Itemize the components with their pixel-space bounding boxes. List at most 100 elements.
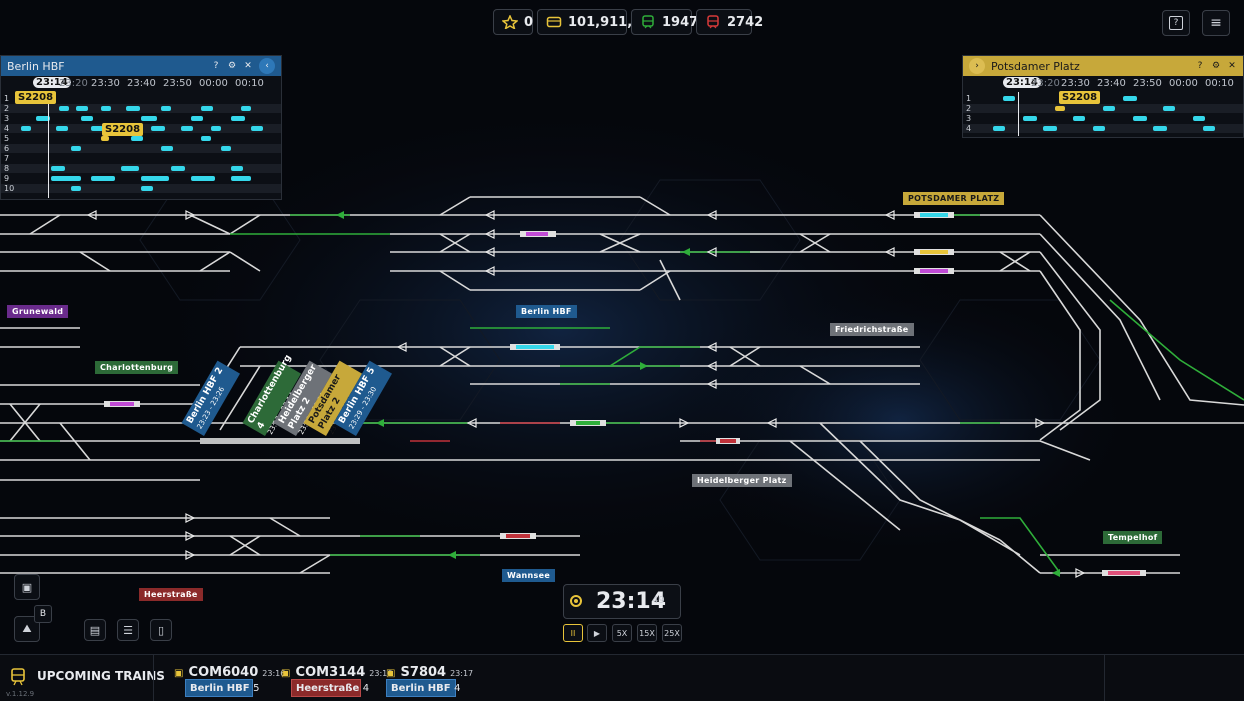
chip-button[interactable]: ▣ [14, 574, 40, 600]
station-label-berlin-hbf[interactable]: Berlin HBF [516, 305, 577, 318]
game-clock: 23:14 49 [563, 584, 681, 619]
platform-row: 7 [4, 154, 10, 163]
platform-row: 8 [1, 164, 281, 173]
platform-row: 10 [1, 184, 281, 193]
sliders-button[interactable]: ☰ [117, 619, 139, 641]
platform-row: 9 [1, 174, 281, 183]
star-icon [501, 14, 519, 31]
time-tick: 23:40 [1097, 78, 1126, 89]
time-tick: 23:30 [91, 78, 120, 89]
time-tick: 00:10 [235, 78, 264, 89]
train-icon: ▣ [386, 668, 396, 679]
collapse-button[interactable]: ‹ [259, 58, 275, 74]
gear-icon[interactable]: ⚙ [227, 61, 237, 71]
platform-row: 1 [963, 94, 1243, 103]
upcoming-trains-bar: Upcoming Trains v.1.12.9 ▣ COM604023:16 … [0, 654, 1244, 701]
list-icon: ≡ [1210, 15, 1222, 31]
station-label-charlottenburg[interactable]: Charlottenburg [95, 361, 179, 374]
time-tick: 00:00 [1169, 78, 1198, 89]
station-label-grunewald[interactable]: Grunewald [7, 305, 69, 318]
document-button[interactable]: ▤ [84, 619, 106, 641]
station-label-potsdamer-platz[interactable]: Potsdamer Platz [903, 192, 1005, 205]
platform-row: 2 [963, 104, 1243, 113]
station-label-friedrichstrasse[interactable]: Friedrichstraße [830, 323, 914, 336]
gear-icon[interactable]: ⚙ [1211, 61, 1221, 71]
menu-button[interactable]: ≡ [1202, 10, 1230, 36]
time-tick: 23:50 [1133, 78, 1162, 89]
speed-5x-button[interactable]: 5X [612, 624, 632, 642]
help-button[interactable]: ? [1162, 10, 1190, 36]
now-marker [1018, 92, 1019, 136]
train-icon: ▣ [174, 668, 184, 679]
file-button[interactable]: ▯ [150, 619, 172, 641]
speed-15x-button[interactable]: 15X [637, 624, 657, 642]
panel-header: Berlin HBF ? ⚙ ✕ ‹ [1, 56, 281, 76]
station-label-tempelhof[interactable]: Tempelhof [1103, 531, 1163, 544]
document-icon: ▤ [89, 623, 101, 637]
divider [153, 655, 154, 701]
pause-button[interactable]: II [563, 624, 583, 642]
now-marker [48, 92, 49, 198]
bar-title: Upcoming Trains [37, 669, 165, 683]
red-train-icon [705, 15, 721, 29]
schedule-panel-potsdamer-platz: › Potsdamer Platz ? ⚙ ✕ 23:14 23:20 23:3… [962, 55, 1244, 138]
clock-seconds: 49 [652, 595, 665, 606]
badge: B [34, 605, 52, 623]
clock-time: 23:14 [596, 589, 667, 614]
mountain-icon: ⛰ [22, 622, 32, 635]
time-tick: 23:20 [59, 78, 88, 89]
current-time: 23:14 [33, 77, 71, 88]
green-train-icon [640, 15, 656, 29]
sliders-icon: ☰ [123, 623, 133, 637]
file-icon: ▯ [157, 623, 165, 637]
train-tag[interactable]: S2208 [1059, 91, 1101, 104]
train-tag[interactable]: S2208 [15, 91, 57, 104]
stars-value: 0 [524, 14, 534, 30]
panel-title: Potsdamer Platz [991, 59, 1080, 73]
help-icon[interactable]: ? [1197, 61, 1203, 71]
platform-row: 4 [963, 124, 1243, 133]
green-trains-counter: 19472 [631, 9, 707, 35]
panel-header: › Potsdamer Platz ? ⚙ ✕ [963, 56, 1243, 76]
chevron-right-icon: › [975, 61, 979, 71]
green-trains-value: 19472 [662, 14, 708, 30]
money-counter: 101,911,912 [537, 9, 659, 35]
train-tag[interactable]: S2208 [102, 123, 144, 136]
current-time: 23:14 [1003, 77, 1041, 88]
train-icon [10, 668, 26, 686]
stars-counter: 0 [493, 9, 533, 35]
station-label-heerstrasse[interactable]: Heerstraße [139, 588, 203, 601]
time-tick: 00:10 [1205, 78, 1234, 89]
destination-badge: Heerstraße 4 [291, 679, 369, 697]
version: v.1.12.9 [6, 690, 35, 698]
divider [1104, 655, 1105, 701]
close-icon[interactable]: ✕ [1228, 61, 1236, 71]
red-trains-counter: 2742 [696, 9, 763, 35]
platform-row: 5 [1, 134, 281, 143]
timeline-header: 23:14 23:20 23:30 23:40 23:50 00:00 00:1… [19, 77, 275, 92]
record-icon [570, 595, 582, 607]
timeline-header: 23:14 23:20 23:30 23:40 23:50 00:00 00:1… [981, 77, 1237, 92]
help-icon[interactable]: ? [213, 61, 219, 71]
platform-row: 3 [963, 114, 1243, 123]
chip-icon: ▣ [21, 580, 33, 594]
close-icon[interactable]: ✕ [244, 61, 252, 71]
schedule-panel-berlin-hbf: Berlin HBF ? ⚙ ✕ ‹ 23:14 23:20 23:30 23:… [0, 55, 282, 200]
destination-badge: Berlin HBF 4 [386, 679, 460, 697]
money-icon [546, 15, 562, 29]
station-label-wannsee[interactable]: Wannsee [502, 569, 556, 582]
speed-25x-button[interactable]: 25X [662, 624, 682, 642]
time-tick: 23:20 [1031, 78, 1060, 89]
platform-row: 6 [1, 144, 281, 153]
time-tick: 23:30 [1061, 78, 1090, 89]
train-icon: ▣ [281, 668, 291, 679]
red-trains-value: 2742 [727, 14, 764, 30]
platform-row: 1 [4, 94, 10, 103]
expand-button[interactable]: › [969, 58, 985, 74]
station-label-heidelberger-platz[interactable]: Heidelberger Platz [692, 474, 792, 487]
play-button[interactable]: ▶ [587, 624, 607, 642]
